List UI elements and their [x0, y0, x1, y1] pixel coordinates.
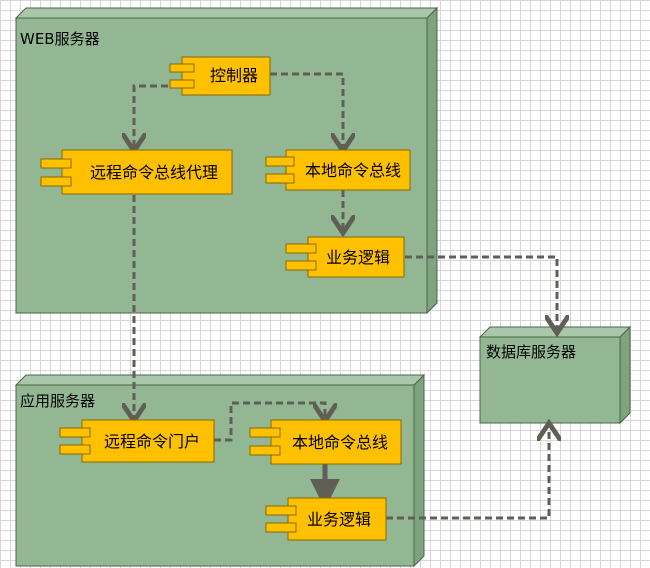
- business-logic-web-label: 业务逻辑: [326, 248, 390, 267]
- local-bus-web-label: 本地命令总线: [305, 161, 401, 180]
- connector-logic-web-to-db: [405, 255, 557, 330]
- db-server-node[interactable]: 数据库服务器: [478, 325, 632, 425]
- app-server-label: 应用服务器: [20, 392, 95, 410]
- connector-gateway-to-local-bus-app: [214, 401, 325, 442]
- remote-bus-proxy-label: 远程命令总线代理: [90, 163, 218, 182]
- business-logic-app-label: 业务逻辑: [307, 510, 371, 529]
- local-bus-app-label: 本地命令总线: [292, 433, 388, 452]
- remote-command-gateway-label: 远程命令门户: [104, 432, 200, 451]
- component-local-bus-web[interactable]: 本地命令总线: [265, 149, 411, 191]
- connector-controller-to-remote-proxy: [134, 84, 168, 148]
- web-server-label: WEB服务器: [20, 30, 100, 48]
- connectors: [134, 72, 557, 520]
- db-server-label: 数据库服务器: [486, 343, 576, 361]
- component-local-bus-app[interactable]: 本地命令总线: [249, 419, 402, 465]
- component-business-logic-app[interactable]: 业务逻辑: [265, 497, 387, 541]
- component-business-logic-web[interactable]: 业务逻辑: [285, 236, 405, 278]
- connector-controller-to-local-bus-web: [270, 72, 343, 148]
- connector-logic-app-to-db: [386, 426, 549, 520]
- component-controller[interactable]: 控制器: [169, 56, 271, 96]
- component-remote-command-gateway[interactable]: 远程命令门户: [59, 419, 215, 463]
- controller-label: 控制器: [210, 66, 258, 85]
- component-remote-bus-proxy[interactable]: 远程命令总线代理: [40, 149, 233, 195]
